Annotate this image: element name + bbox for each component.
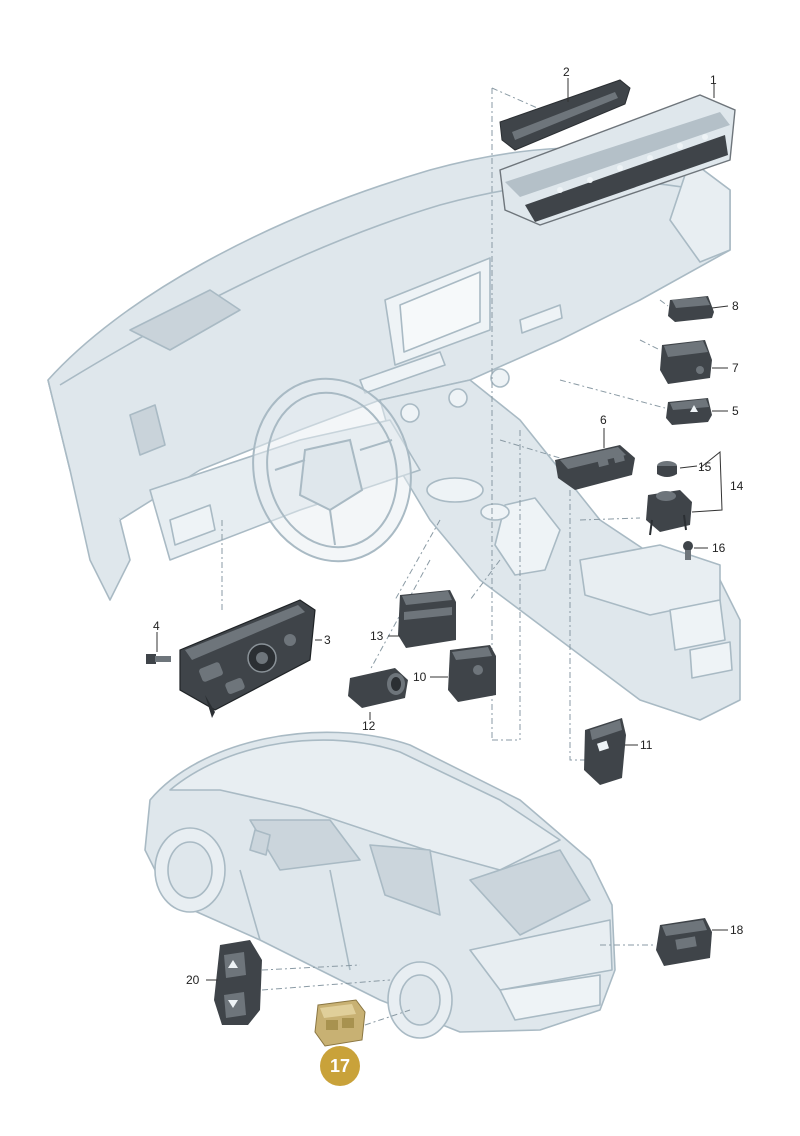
suv-outline xyxy=(144,731,616,1039)
callout-labels: 2 1 3 4 8 7 5 6 15 14 16 13 10 12 11 18 … xyxy=(153,65,744,987)
callout-6: 6 xyxy=(600,413,607,427)
part-13-switch-block[interactable] xyxy=(398,590,456,648)
part-11-switch[interactable] xyxy=(584,718,626,785)
part-17-switch-highlighted[interactable] xyxy=(314,999,366,1047)
callout-11: 11 xyxy=(640,738,653,752)
callout-16: 16 xyxy=(712,541,726,555)
part-2-trim-strip[interactable] xyxy=(499,79,631,151)
part-5-hazard-switch[interactable] xyxy=(666,398,712,425)
callout-14: 14 xyxy=(730,479,744,493)
callout-17-badge[interactable]: 17 xyxy=(320,1046,360,1086)
callout-12: 12 xyxy=(362,719,376,733)
callout-1: 1 xyxy=(710,73,717,87)
part-8-switch[interactable] xyxy=(668,296,714,322)
callout-17: 17 xyxy=(330,1056,350,1076)
part-20-window-switch[interactable] xyxy=(214,940,262,1025)
callout-4: 4 xyxy=(153,619,160,633)
part-15-knob[interactable] xyxy=(657,461,677,477)
part-18-switch[interactable] xyxy=(656,918,712,966)
part-12-start-button[interactable] xyxy=(348,668,408,708)
part-3-light-switch[interactable] xyxy=(179,599,316,718)
part-10-switch[interactable] xyxy=(448,645,496,702)
callout-5: 5 xyxy=(732,404,739,418)
part-14-mirror-switch[interactable] xyxy=(646,490,692,536)
part-7-switch[interactable] xyxy=(660,340,712,384)
part-6-switch-module[interactable] xyxy=(555,445,635,490)
callout-20: 20 xyxy=(186,973,200,987)
callout-3: 3 xyxy=(324,633,331,647)
dashboard-outline xyxy=(47,146,741,721)
part-1-control-panel[interactable] xyxy=(499,94,736,226)
callout-18: 18 xyxy=(730,923,744,937)
callout-7: 7 xyxy=(732,361,739,375)
part-4-screw[interactable] xyxy=(146,654,171,664)
reference-lines xyxy=(221,87,669,761)
suv-reference-lines xyxy=(261,944,656,1026)
callout-13: 13 xyxy=(370,629,384,643)
part-16-screw[interactable] xyxy=(683,541,693,560)
leader-lines xyxy=(156,78,729,1052)
callout-10: 10 xyxy=(413,670,427,684)
callout-15: 15 xyxy=(698,460,712,474)
callout-2: 2 xyxy=(563,65,570,79)
steering-wheel xyxy=(252,377,412,563)
callout-8: 8 xyxy=(732,299,739,313)
